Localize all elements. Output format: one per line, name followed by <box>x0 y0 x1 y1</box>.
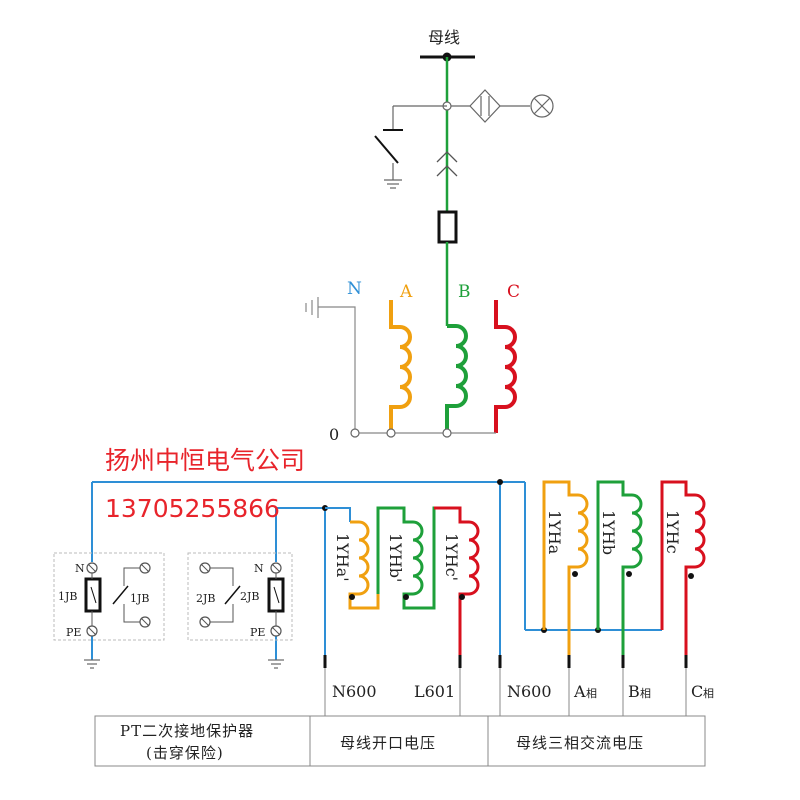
phase-c-label: C <box>507 282 520 302</box>
jb1-left-label: 1JB <box>58 590 78 603</box>
phone-number: 13705255866 <box>105 494 280 523</box>
indicator-lamp-icon <box>530 94 554 118</box>
disconnect-contact <box>436 151 458 177</box>
terminal-labels: N600 L601 N600 A 相 B 相 C 相 <box>332 682 714 701</box>
winding-c-prime-label: 1YHc' <box>442 533 461 581</box>
primary-windings: N A B C 0 <box>305 279 520 444</box>
protector-2-n: N <box>254 562 264 575</box>
switch-blade <box>374 135 399 164</box>
function-table: PT二次接地保护器 (击穿保险) 母线开口电压 母线三相交流电压 <box>94 715 706 767</box>
earthing-switch <box>374 105 447 189</box>
protector-1-pe: PE <box>66 626 81 639</box>
jb1-right-label: 1JB <box>130 592 150 605</box>
table-cell-protector-line1: PT二次接地保护器 <box>120 722 254 740</box>
hv-fuse <box>437 210 458 326</box>
terminal-n600-2: N600 <box>507 682 552 701</box>
winding-a <box>389 300 412 433</box>
table-cell-protector-line2: (击穿保险) <box>146 744 224 762</box>
busbar-section: 母线 <box>420 28 475 212</box>
terminal-a-suffix: 相 <box>586 687 597 700</box>
protector-2: N 2JB 2JB PE <box>187 552 293 669</box>
arrester-icon <box>469 89 501 123</box>
main-winding-labels: 1YHa 1YHb 1YHc <box>545 510 682 555</box>
winding-1yhc-label: 1YHc <box>663 510 682 554</box>
protector-1-n: N <box>75 562 85 575</box>
terminal-a: A <box>573 682 586 701</box>
neutral-line <box>318 306 356 433</box>
company-name: 扬州中恒电气公司 <box>105 446 305 475</box>
open-delta-labels: 1YHa' 1YHb' 1YHc' <box>333 533 461 582</box>
phase-n-label: N <box>347 279 362 299</box>
terminal-stubs <box>323 655 688 668</box>
bus-label: 母线 <box>428 28 460 47</box>
jb2-left-label: 2JB <box>196 592 216 605</box>
jb2-right-label: 2JB <box>240 590 260 603</box>
main-secondary-windings <box>542 480 706 655</box>
terminal-n600-1: N600 <box>332 682 377 701</box>
fuse-icon <box>437 210 458 244</box>
neutral-wiring <box>91 481 662 660</box>
terminal-l601: L601 <box>414 682 455 701</box>
winding-1yha-label: 1YHa <box>545 510 564 555</box>
winding-a-prime-label: 1YHa' <box>333 533 352 582</box>
winding-1yhb-label: 1YHb <box>599 510 618 555</box>
table-cell-open-voltage: 母线开口电压 <box>340 734 436 752</box>
terminal-c: C <box>691 682 703 701</box>
open-delta-windings <box>325 506 480 655</box>
winding-b <box>445 324 468 433</box>
protector-1: N 1JB 1JB PE <box>53 552 165 669</box>
terminal-b-suffix: 相 <box>640 687 651 700</box>
protector-2-pe: PE <box>250 626 265 639</box>
terminal-b: B <box>628 682 640 701</box>
winding-c <box>494 300 517 433</box>
winding-b-prime-label: 1YHb' <box>386 533 405 582</box>
phase-a-label: A <box>399 282 413 302</box>
terminal-drops <box>324 668 687 716</box>
zero-label: 0 <box>329 425 339 444</box>
arrester-and-indicator <box>442 89 554 123</box>
table-cell-three-phase-voltage: 母线三相交流电压 <box>516 734 644 752</box>
phase-b-label: B <box>458 282 471 302</box>
terminal-c-suffix: 相 <box>703 687 714 700</box>
